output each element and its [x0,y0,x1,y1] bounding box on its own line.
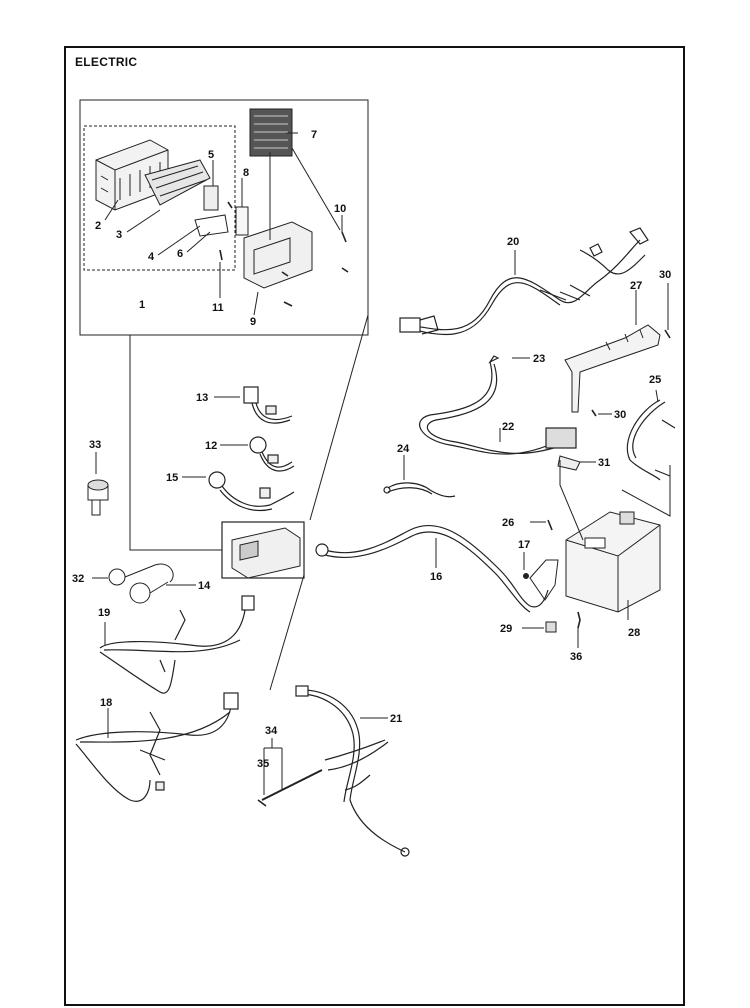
callout-18: 18 [100,697,112,709]
terminal-36 [577,611,581,629]
callout-17: 17 [518,539,530,551]
callout-35: 35 [257,758,269,770]
screw-30b [591,409,597,417]
gasket-strip [235,206,249,236]
leader-25 [655,389,659,403]
assembly-leader-line [129,335,222,551]
callout-26: 26 [502,517,514,529]
label-plate [249,108,293,157]
clip-29 [545,621,557,633]
callout-14: 14 [198,580,211,592]
control-box-housing [95,139,211,211]
callout-11: 11 [212,302,224,314]
bracket [194,214,229,237]
callout-20: 20 [507,236,519,248]
bolt-26 [547,519,553,531]
callout-31: 31 [598,457,610,469]
callout-15: 15 [166,472,178,484]
callout-29: 29 [500,623,512,635]
harness-21 [295,685,410,857]
ecu-module [243,221,313,289]
callout-30a: 30 [659,269,671,281]
cable-rod-34 [261,769,323,801]
callout-19: 19 [98,607,110,619]
callout-16: 16 [430,571,442,583]
ignition-switch-33 [87,479,109,516]
callout-10: 10 [334,203,346,215]
screw-30a [664,329,671,339]
battery-28 [565,511,661,613]
callout-32: 32 [72,573,84,585]
battery-bracket-27 [564,324,661,413]
nut-17 [523,573,529,579]
assembly-box [79,99,369,336]
cable-25 [626,399,676,481]
callout-21: 21 [390,713,402,725]
module-link-line [269,574,305,691]
callout-7: 7 [311,129,317,141]
callout-5: 5 [208,149,214,161]
callout-3: 3 [116,229,122,241]
callout-34: 34 [265,725,278,737]
harness-20 [399,227,649,336]
callout-36: 36 [570,651,582,663]
screws [219,201,349,307]
diagram-frame [64,46,685,1006]
leader-lines-upper [104,132,343,316]
battery-leader-a [559,460,584,541]
lamps-32 [108,563,174,604]
relay-bracket [529,559,559,601]
harness-16 [315,524,549,613]
relay-fuse [203,185,219,211]
page-title: ELECTRIC [75,55,138,69]
callout-27: 27 [630,280,642,292]
callout-2: 2 [95,220,101,232]
connector-12 [249,436,295,472]
connector-15 [208,471,295,511]
assembly-leader-line-2 [309,314,369,521]
callout-4: 4 [148,251,155,263]
battery-leader-b [621,465,671,517]
leader-34 [263,738,283,790]
callout-30b: 30 [614,409,626,421]
callout-8: 8 [243,167,249,179]
callout-23: 23 [533,353,545,365]
callout-13: 13 [196,392,208,404]
subassembly-dashed-box [83,125,236,271]
callout-12: 12 [205,440,217,452]
callout-25: 25 [649,374,661,386]
cable-24 [383,482,456,498]
callout-33: 33 [89,439,101,451]
clip-31 [557,455,581,471]
callout-labels: 1 2 3 4 5 6 7 8 9 10 11 12 13 14 15 16 1… [72,129,671,770]
callout-24: 24 [397,443,410,455]
callout-9: 9 [250,316,256,328]
harness-19 [99,595,255,694]
harness-22 [419,355,577,455]
harness-18 [75,692,239,802]
connector-13 [243,386,293,424]
callout-1: 1 [139,299,145,311]
callout-6: 6 [177,248,183,260]
nut-35 [257,799,267,807]
callout-28: 28 [628,627,640,639]
center-module [221,521,305,579]
callout-22: 22 [502,421,514,433]
